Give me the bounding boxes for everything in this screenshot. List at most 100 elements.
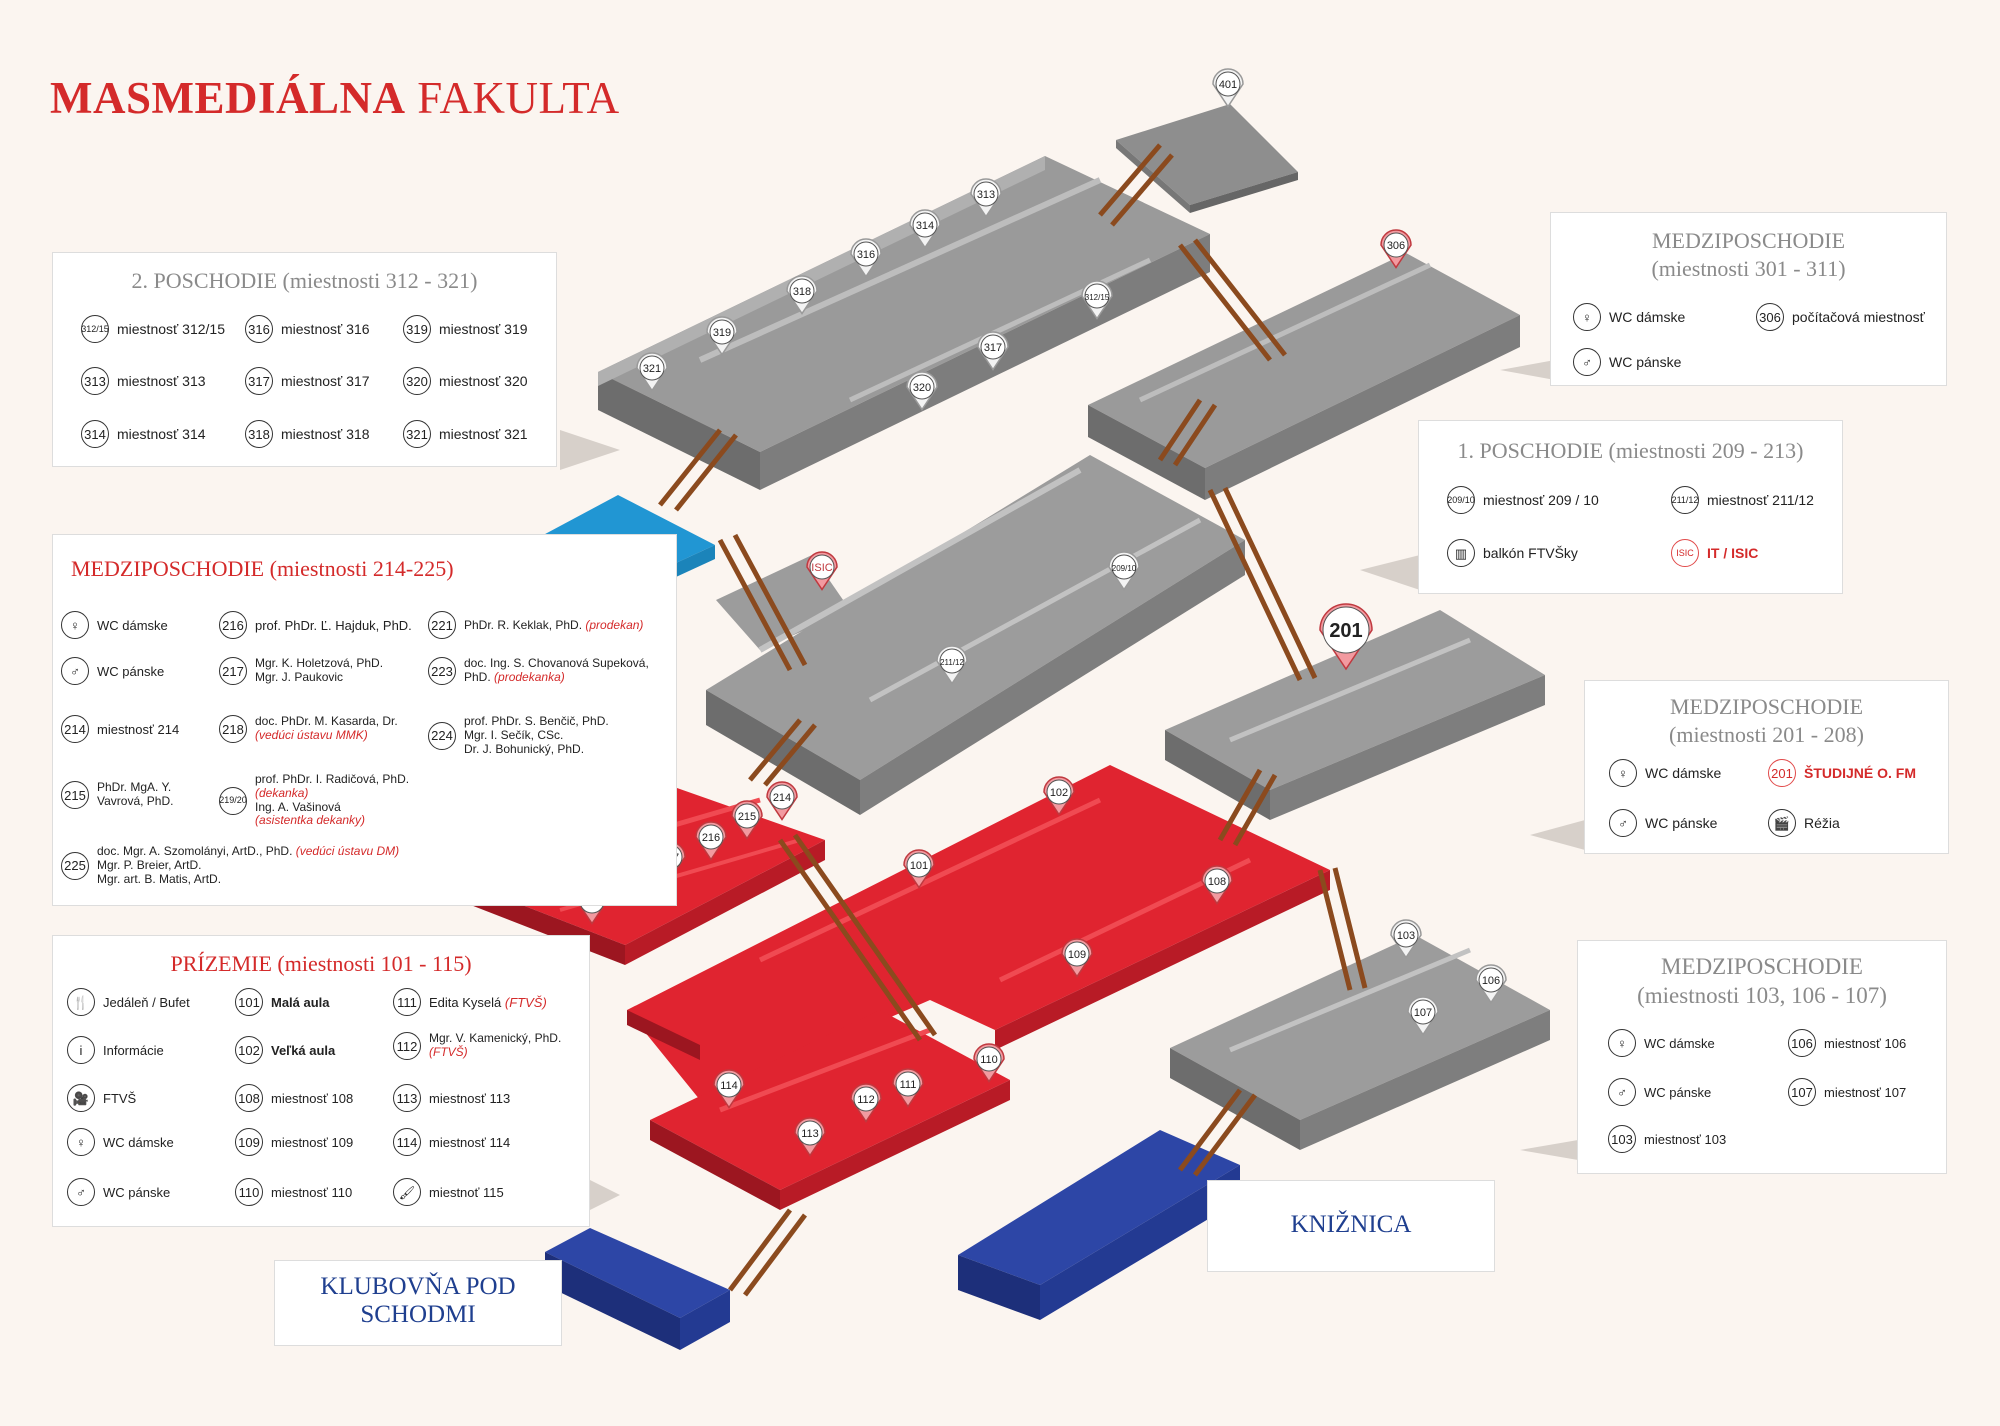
panel-mezz-103: MEDZIPOSCHODIE(miestnosti 103, 106 - 107…: [1577, 940, 1947, 1174]
room-pin-label: 107: [1414, 1007, 1432, 1019]
page-title: MASMEDIÁLNA FAKULTA: [50, 73, 620, 123]
floor-ground-lower[interactable]: [650, 1010, 1010, 1210]
panel-ground: PRÍZEMIE (miestnosti 101 - 115) 🍴Jedáleň…: [52, 935, 590, 1227]
room-pin-label: 306: [1387, 240, 1405, 252]
room-pin-label: 209/10: [1112, 564, 1137, 573]
room-icon-isic: ISIC: [1671, 539, 1699, 567]
room-icon-109: 109: [235, 1128, 263, 1156]
woman-icon: ♀: [1573, 303, 1601, 331]
room-pin-label: 313: [977, 189, 995, 201]
camera-icon: 🎥: [67, 1084, 95, 1112]
woman-icon: ♀: [61, 611, 89, 639]
room-pin-label: 102: [1050, 787, 1068, 799]
room-icon-318: 318: [245, 420, 273, 448]
room-pin-113[interactable]: 113: [794, 1117, 826, 1157]
panel-title: MEDZIPOSCHODIE(miestnosti 103, 106 - 107…: [1637, 954, 1887, 1008]
room-pin-320[interactable]: 320: [906, 371, 938, 411]
room-pin-318[interactable]: 318: [786, 275, 818, 315]
panel-floor-1: 1. POSCHODIE (miestnosti 209 - 213) 209/…: [1418, 420, 1843, 594]
room-pin-209-10[interactable]: 209/10: [1108, 551, 1140, 591]
room-pin-319[interactable]: 319: [706, 316, 738, 356]
legend-wc-m: ♂WC pánske: [1609, 809, 1717, 837]
room-pin-110[interactable]: 110: [973, 1043, 1005, 1083]
room-pin-label: 110: [980, 1054, 998, 1066]
room-pin-313[interactable]: 313: [970, 178, 1002, 218]
room-pin-label: 317: [984, 342, 1002, 354]
room-pin-306[interactable]: 306: [1380, 229, 1412, 269]
room-pin-211-12[interactable]: 211/12: [936, 645, 968, 685]
room-pin-401[interactable]: 401: [1212, 68, 1244, 108]
panel-title: PRÍZEMIE (miestnosti 101 - 115): [170, 951, 472, 976]
room-icon-102: 102: [235, 1036, 263, 1064]
room-icon-313: 313: [81, 367, 109, 395]
room-pin-label: 108: [1208, 876, 1226, 888]
room-pin-214[interactable]: 214: [766, 781, 798, 821]
room-pin-317[interactable]: 317: [977, 331, 1009, 371]
clapperboard-icon: 🎬: [1768, 809, 1796, 837]
room-icon-314: 314: [81, 420, 109, 448]
klubovna-block[interactable]: [545, 1228, 730, 1350]
room-pin-321[interactable]: 321: [636, 352, 668, 392]
panel-mezz-214: MEDZIPOSCHODIE (miestnosti 214-225) ♀WC …: [52, 534, 677, 906]
legend-rezia: 🎬Réžia: [1768, 809, 1840, 837]
legend-wc-m: ♂WC pánske: [1573, 348, 1681, 376]
legend-balcony: ▥balkón FTVŠky: [1447, 539, 1578, 567]
legend-wc-f: ♀WC dámske: [1573, 303, 1685, 331]
room-pin-106[interactable]: 106: [1475, 964, 1507, 1004]
room-pin-label: 320: [913, 382, 931, 394]
room-icon-225: 225: [61, 851, 89, 880]
room-pin-109[interactable]: 109: [1061, 938, 1093, 978]
room-pin-316[interactable]: 316: [850, 238, 882, 278]
room-pin-label: 211/12: [940, 658, 964, 667]
room-pin-216[interactable]: 216: [695, 821, 727, 861]
room-pin-107[interactable]: 107: [1407, 996, 1439, 1036]
legend-wc-m: ♂WC pánske: [1608, 1078, 1711, 1106]
room-pin-label: 111: [900, 1079, 917, 1091]
floor-ground[interactable]: [627, 765, 1330, 1100]
room-pin-label: 318: [793, 286, 811, 298]
room-pin-312-15[interactable]: 312/15: [1081, 280, 1113, 320]
floor-1[interactable]: [706, 455, 1245, 815]
room-pin-114[interactable]: 114: [713, 1069, 745, 1109]
panel-title: MEDZIPOSCHODIE(miestnosti 301 - 311): [1651, 228, 1846, 281]
man-icon: ♂: [1609, 809, 1637, 837]
room-pin-101[interactable]: 101: [903, 849, 935, 889]
room-icon-108: 108: [235, 1084, 263, 1112]
room-icon-320: 320: [403, 367, 431, 395]
room-pin-111[interactable]: 111: [892, 1068, 924, 1108]
room-icon-219: 219/20: [219, 786, 247, 815]
room-pin-215[interactable]: 215: [731, 800, 763, 840]
library-block[interactable]: [958, 1130, 1240, 1320]
room-pin-102[interactable]: 102: [1043, 776, 1075, 816]
room-pin-ISIC[interactable]: ISIC: [806, 551, 838, 591]
panel-title: MEDZIPOSCHODIE (miestnosti 214-225): [71, 556, 454, 581]
room-icon-211: 211/12: [1671, 486, 1699, 514]
floor-401[interactable]: [1116, 104, 1298, 213]
room-icon-114: 114: [393, 1128, 421, 1156]
room-pin-314[interactable]: 314: [909, 209, 941, 249]
fork-knife-icon: 🍴: [67, 988, 95, 1016]
floor-mezz-301[interactable]: [1088, 253, 1520, 500]
room-pin-112[interactable]: 112: [850, 1083, 882, 1123]
room-pin-label: 101: [910, 860, 928, 872]
room-pin-103[interactable]: 103: [1390, 919, 1422, 959]
room-pin-201[interactable]: 201: [1319, 603, 1373, 671]
room-pin-108[interactable]: 108: [1201, 865, 1233, 905]
legend-wc-f: ♀WC dámske: [1609, 759, 1721, 787]
